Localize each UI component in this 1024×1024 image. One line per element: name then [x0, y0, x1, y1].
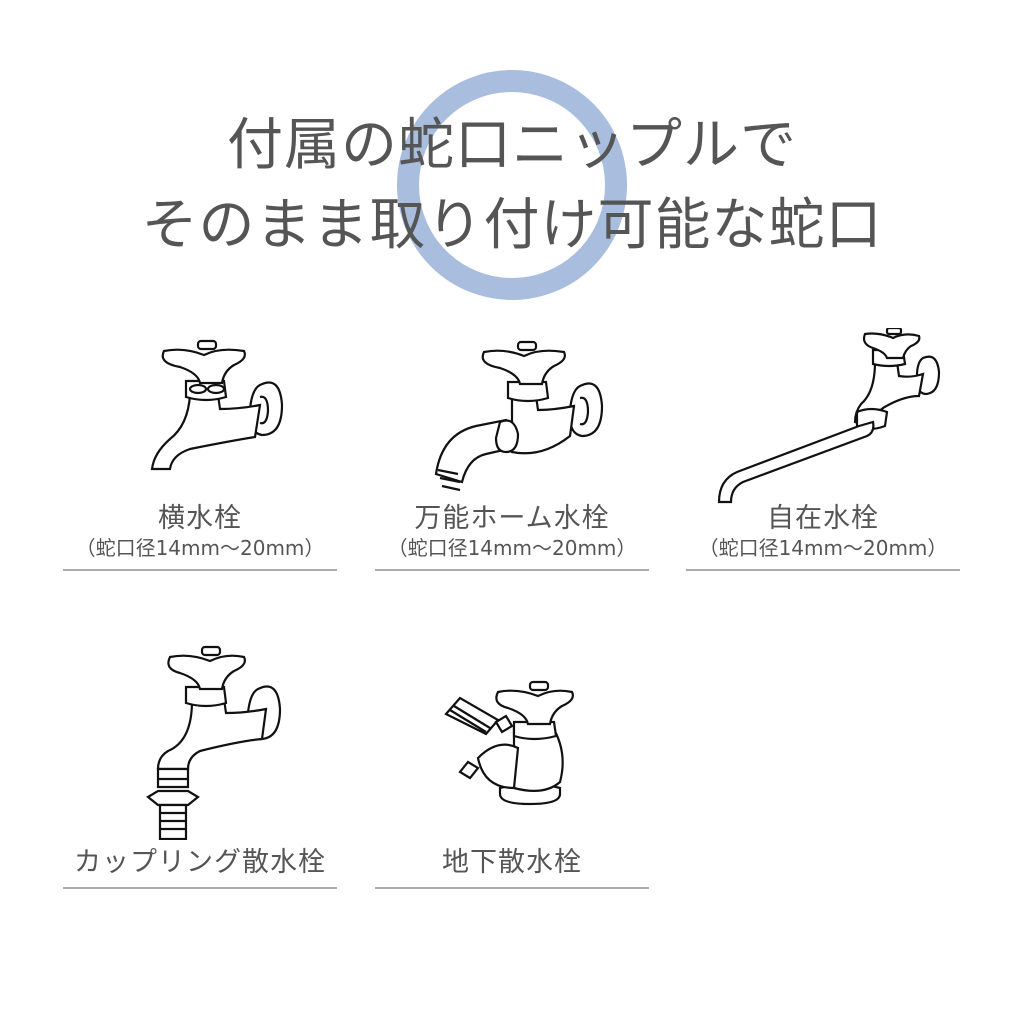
- faucet-name: カップリング散水栓: [74, 847, 326, 878]
- faucet-label-swivel: 自在水栓 （蛇口径14mm～20mm）: [686, 503, 960, 571]
- faucet-label-underground: 地下散水栓: [375, 847, 649, 889]
- faucet-size: （蛇口径14mm～20mm）: [75, 536, 325, 560]
- swivel-faucet-icon: [715, 328, 945, 508]
- faucet-label-coupling: カップリング散水栓: [63, 847, 337, 889]
- faucet-size: （蛇口径14mm～20mm）: [698, 536, 948, 560]
- divider: [375, 569, 649, 571]
- faucet-name: 横水栓: [158, 503, 242, 534]
- wall-faucet-icon: [140, 335, 290, 475]
- headline-line-2: そのまま取り付け可能な蛇口: [141, 193, 883, 258]
- divider: [375, 887, 649, 889]
- faucet-name: 万能ホーム水栓: [414, 503, 610, 534]
- divider: [686, 569, 960, 571]
- coupling-faucet-icon: [140, 645, 290, 840]
- accent-ring: [397, 70, 627, 300]
- divider: [63, 569, 337, 571]
- divider: [63, 887, 337, 889]
- faucet-size: （蛇口径14mm～20mm）: [387, 536, 637, 560]
- faucet-label-wall: 横水栓 （蛇口径14mm～20mm）: [63, 503, 337, 571]
- universal-faucet-icon: [430, 340, 610, 500]
- headline-line-1: 付属の蛇口ニップルで: [227, 113, 797, 178]
- faucet-name: 自在水栓: [767, 503, 879, 534]
- faucet-label-universal: 万能ホーム水栓 （蛇口径14mm～20mm）: [375, 503, 649, 571]
- underground-faucet-icon: [440, 678, 580, 808]
- faucet-name: 地下散水栓: [442, 847, 582, 878]
